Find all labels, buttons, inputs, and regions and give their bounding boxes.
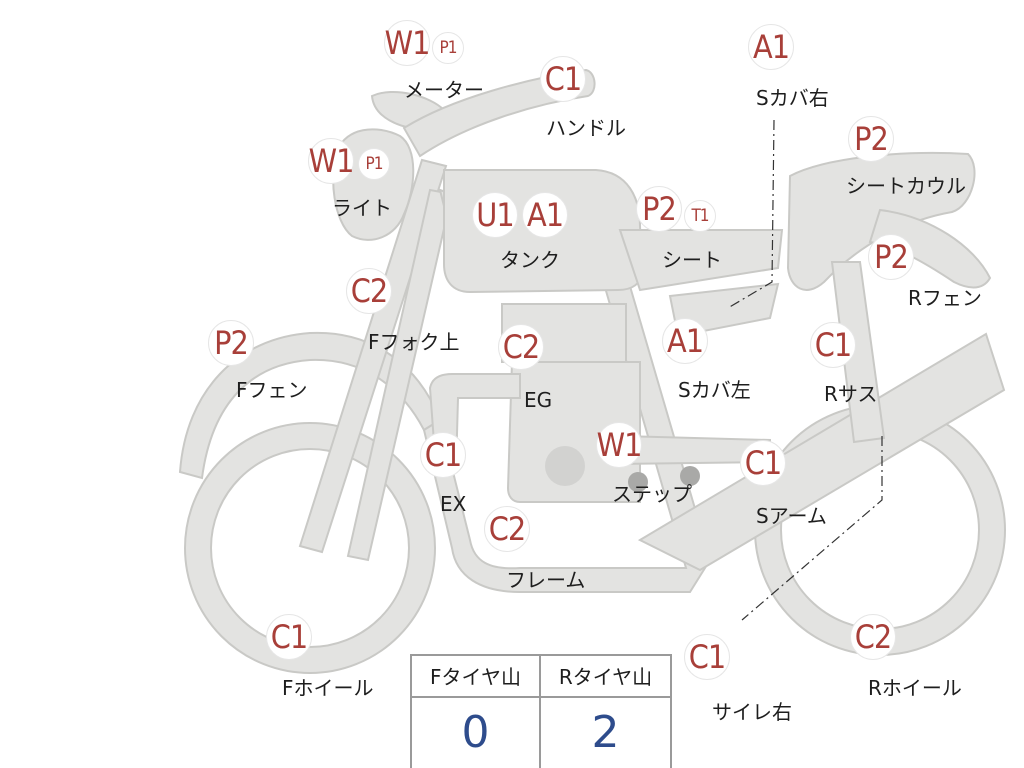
tire-tread-table: Fタイヤ山 Rタイヤ山 0 2 bbox=[410, 654, 672, 768]
seat-shape bbox=[618, 229, 784, 292]
part-label-front-fender: Fフェン bbox=[236, 378, 308, 402]
rear-tire-tread-value: 2 bbox=[591, 707, 620, 758]
part-badge-seat-2: T1 bbox=[684, 200, 716, 232]
part-badge-exhaust: C1 bbox=[420, 432, 466, 478]
part-badge-side-cover-right: A1 bbox=[748, 24, 794, 70]
leader-line-silencer bbox=[741, 436, 883, 621]
part-badge-rear-wheel: C2 bbox=[850, 614, 896, 660]
part-label-side-cover-left: Sカバ左 bbox=[678, 378, 751, 402]
part-badge-side-cover-left: A1 bbox=[662, 318, 708, 364]
part-label-silencer-right: サイレ右 bbox=[712, 700, 792, 724]
part-badge-front-fork-upper: C2 bbox=[346, 268, 392, 314]
front-tire-tread-header: Fタイヤ山 bbox=[412, 656, 541, 698]
part-badge-rear-fender: P2 bbox=[868, 234, 914, 280]
part-label-seat: シート bbox=[662, 248, 722, 272]
part-label-rear-wheel: Rホイール bbox=[868, 676, 962, 700]
part-label-front-wheel: Fホイール bbox=[282, 676, 374, 700]
front-fork-shape bbox=[298, 158, 448, 554]
part-badge-seat-1: P2 bbox=[636, 186, 682, 232]
part-badge-frame: C2 bbox=[484, 506, 530, 552]
front-wheel-shape bbox=[185, 423, 435, 673]
part-label-handle: ハンドル bbox=[546, 116, 626, 140]
part-label-light: ライト bbox=[332, 196, 392, 220]
part-badge-engine: C2 bbox=[498, 324, 544, 370]
part-badge-swing-arm: C1 bbox=[740, 440, 786, 486]
part-badge-tank-2: A1 bbox=[522, 192, 568, 238]
part-badge-light-2: P1 bbox=[358, 148, 390, 180]
part-badge-step: W1 bbox=[596, 422, 642, 468]
part-label-frame: フレーム bbox=[506, 568, 586, 592]
rear-suspension-shape bbox=[830, 261, 886, 444]
part-badge-seat-cowl: P2 bbox=[848, 116, 894, 162]
part-label-rear-suspension: Rサス bbox=[824, 382, 878, 406]
part-label-rear-fender: Rフェン bbox=[908, 286, 982, 310]
part-label-engine: EG bbox=[524, 388, 553, 412]
part-badge-light-1: W1 bbox=[308, 138, 354, 184]
part-badge-meter-2: P1 bbox=[432, 32, 464, 64]
part-label-tank: タンク bbox=[500, 248, 560, 272]
part-badge-meter-1: W1 bbox=[384, 20, 430, 66]
part-badge-front-wheel: C1 bbox=[266, 614, 312, 660]
part-badge-rear-suspension: C1 bbox=[810, 322, 856, 368]
leader-line-side-cover bbox=[727, 119, 775, 309]
part-label-meter: メーター bbox=[404, 78, 484, 102]
part-label-seat-cowl: シートカウル bbox=[846, 174, 966, 198]
part-badge-front-fender: P2 bbox=[208, 320, 254, 366]
rear-tire-tread-header: Rタイヤ山 bbox=[541, 656, 670, 698]
part-label-step: ステップ bbox=[612, 482, 692, 506]
part-label-front-fork-upper: Fフォク上 bbox=[368, 330, 460, 354]
part-label-side-cover-right: Sカバ右 bbox=[756, 86, 829, 110]
front-tire-tread-value: 0 bbox=[412, 698, 541, 768]
part-label-swing-arm: Sアーム bbox=[756, 504, 827, 528]
part-label-exhaust: EX bbox=[440, 492, 467, 516]
part-badge-tank-1: U1 bbox=[472, 192, 518, 238]
part-badge-handle: C1 bbox=[540, 56, 586, 102]
part-badge-silencer-right: C1 bbox=[684, 634, 730, 680]
